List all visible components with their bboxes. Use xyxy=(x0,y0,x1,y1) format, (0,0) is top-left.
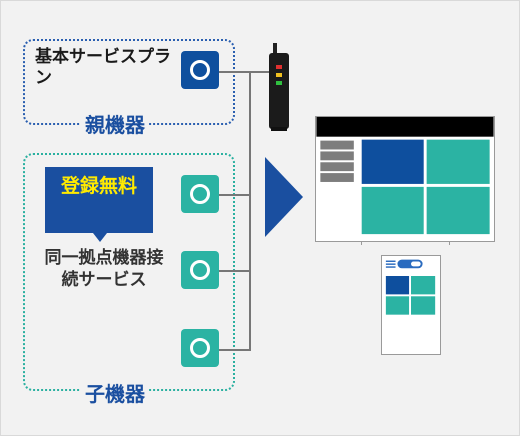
child-device-label: 子機器 xyxy=(81,378,149,407)
smartphone-icon xyxy=(381,255,441,355)
monitor-icon xyxy=(315,116,495,242)
basic-plan-label: 基本サービスプラン xyxy=(35,47,171,88)
parent-device-icon xyxy=(181,51,219,89)
ring-icon xyxy=(190,60,210,80)
connector-trunk xyxy=(249,71,251,351)
ring-icon xyxy=(190,184,210,204)
child-device-icon-2 xyxy=(181,251,219,289)
connector-child-3 xyxy=(219,349,250,351)
router-icon xyxy=(269,43,289,131)
right-arrow-icon xyxy=(265,157,303,237)
ring-icon xyxy=(190,260,210,280)
monitor-stand xyxy=(361,242,362,245)
parent-device-label: 親機器 xyxy=(81,109,149,138)
connector-child-1 xyxy=(219,194,250,196)
child-device-icon-3 xyxy=(181,329,219,367)
monitor-stand xyxy=(449,242,450,245)
same-site-connection-label: 同一拠点機器接続サービス xyxy=(44,248,164,290)
ring-icon xyxy=(190,338,210,358)
connector-parent xyxy=(219,71,269,73)
child-device-icon-1 xyxy=(181,175,219,213)
badge-tail xyxy=(93,233,107,242)
free-registration-badge: 登録無料 xyxy=(45,167,153,233)
connector-child-2 xyxy=(219,270,250,272)
